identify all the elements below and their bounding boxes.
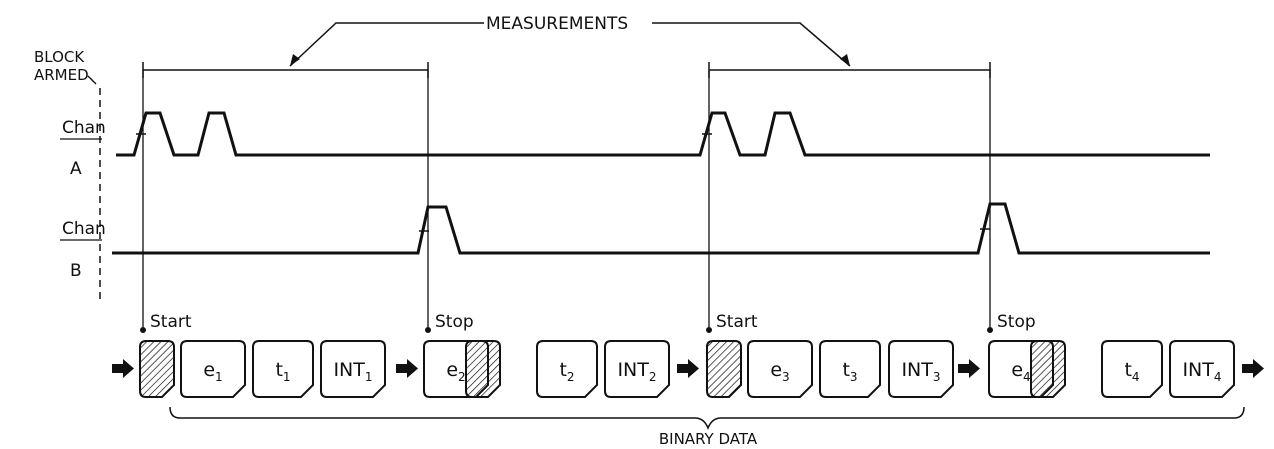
record-box-label: t3 bbox=[842, 359, 857, 384]
record-box-label: INT1 bbox=[333, 359, 372, 384]
flow-arrow-2 bbox=[396, 359, 418, 378]
channel-a-label: Chan A bbox=[60, 118, 106, 179]
record-box-outline bbox=[888, 340, 954, 398]
record-box-outline bbox=[604, 340, 670, 398]
record-box-label: t2 bbox=[559, 359, 574, 384]
record-box-outline bbox=[320, 340, 386, 398]
binary-data-records: e1 t1 INT1 e2 t2 INT2 e3 t3 INT3 e4 t4 INT4 bbox=[139, 340, 1235, 398]
flow-arrows bbox=[112, 359, 1264, 378]
block-armed-label: BLOCK ARMED bbox=[34, 48, 101, 300]
block-armed-line-2: ARMED bbox=[34, 66, 89, 84]
record-box-outline bbox=[139, 340, 175, 398]
block-armed-line-1: BLOCK bbox=[34, 48, 85, 66]
record-box-outline bbox=[180, 340, 246, 398]
record-box-e1: e1 bbox=[180, 340, 246, 398]
flow-arrow-5 bbox=[1242, 359, 1264, 378]
flow-arrow-3 bbox=[677, 359, 699, 378]
record-box-outline bbox=[747, 340, 813, 398]
marker-start-1-label: Start bbox=[150, 312, 192, 332]
record-box-t2: t2 bbox=[536, 340, 598, 398]
record-box-t4: t4 bbox=[1101, 340, 1163, 398]
record-box-label: e3 bbox=[770, 359, 789, 384]
record-box-outline bbox=[465, 340, 501, 398]
flow-arrow-1 bbox=[112, 359, 134, 378]
record-box-outline bbox=[1030, 340, 1066, 398]
record-box-label: e2 bbox=[446, 359, 465, 384]
record-box-int3: INT3 bbox=[888, 340, 954, 398]
hatched-record-box bbox=[139, 340, 175, 398]
binary-data-brace: BINARY DATA bbox=[169, 406, 1245, 448]
marker-start-2-label: Start bbox=[716, 312, 758, 332]
chan-b-title: Chan bbox=[62, 219, 106, 239]
hatched-record-box bbox=[1030, 340, 1066, 398]
marker-start-2: Start bbox=[706, 312, 758, 333]
marker-stop-2-label: Stop bbox=[997, 312, 1036, 332]
record-box-outline bbox=[1101, 340, 1163, 398]
event-marker-lines bbox=[142, 70, 991, 328]
record-box-outline bbox=[706, 340, 742, 398]
record-box-label: INT4 bbox=[1182, 359, 1221, 384]
record-box-outline bbox=[536, 340, 598, 398]
record-box-e3: e3 bbox=[747, 340, 813, 398]
record-box-t1: t1 bbox=[252, 340, 314, 398]
hatched-record-box bbox=[465, 340, 501, 398]
marker-stop-1: Stop bbox=[425, 312, 474, 333]
trigger-ticks bbox=[136, 133, 990, 232]
marker-stop-2: Stop bbox=[987, 312, 1036, 333]
block-armed-pointer bbox=[87, 75, 97, 85]
record-box-int4: INT4 bbox=[1169, 340, 1235, 398]
measurements-leader-left bbox=[289, 22, 484, 67]
chan-a-letter: A bbox=[70, 159, 82, 179]
record-box-outline bbox=[1169, 340, 1235, 398]
record-box-int2: INT2 bbox=[604, 340, 670, 398]
measurements-annotation: MEASUREMENTS bbox=[142, 14, 991, 78]
marker-start-1: Start bbox=[140, 312, 192, 333]
marker-stop-1-label: Stop bbox=[435, 312, 474, 332]
record-box-t3: t3 bbox=[819, 340, 881, 398]
record-box-int1: INT1 bbox=[320, 340, 386, 398]
chan-b-letter: B bbox=[70, 261, 82, 281]
record-box-label: e4 bbox=[1011, 359, 1030, 384]
record-box-outline bbox=[819, 340, 881, 398]
record-box-label: t1 bbox=[275, 359, 290, 384]
record-box-label: e1 bbox=[203, 359, 222, 384]
measurements-arrow-left bbox=[290, 54, 300, 66]
measurements-leader-right bbox=[652, 22, 851, 67]
event-markers: Start Stop Start Stop bbox=[140, 312, 1036, 333]
chan-a-title: Chan bbox=[62, 118, 106, 138]
record-box-label: INT3 bbox=[901, 359, 940, 384]
channel-b-label: Chan B bbox=[60, 219, 106, 281]
channel-a-waveform bbox=[116, 111, 1210, 157]
channel-b-waveform bbox=[112, 202, 1210, 255]
record-box-label: t4 bbox=[1124, 359, 1139, 384]
hatched-record-box bbox=[706, 340, 742, 398]
record-box-outline bbox=[252, 340, 314, 398]
measurements-label: MEASUREMENTS bbox=[486, 14, 628, 34]
flow-arrow-4 bbox=[958, 359, 980, 378]
record-box-label: INT2 bbox=[617, 359, 656, 384]
measurements-arrow-right bbox=[840, 54, 850, 66]
binary-data-label: BINARY DATA bbox=[659, 430, 758, 448]
